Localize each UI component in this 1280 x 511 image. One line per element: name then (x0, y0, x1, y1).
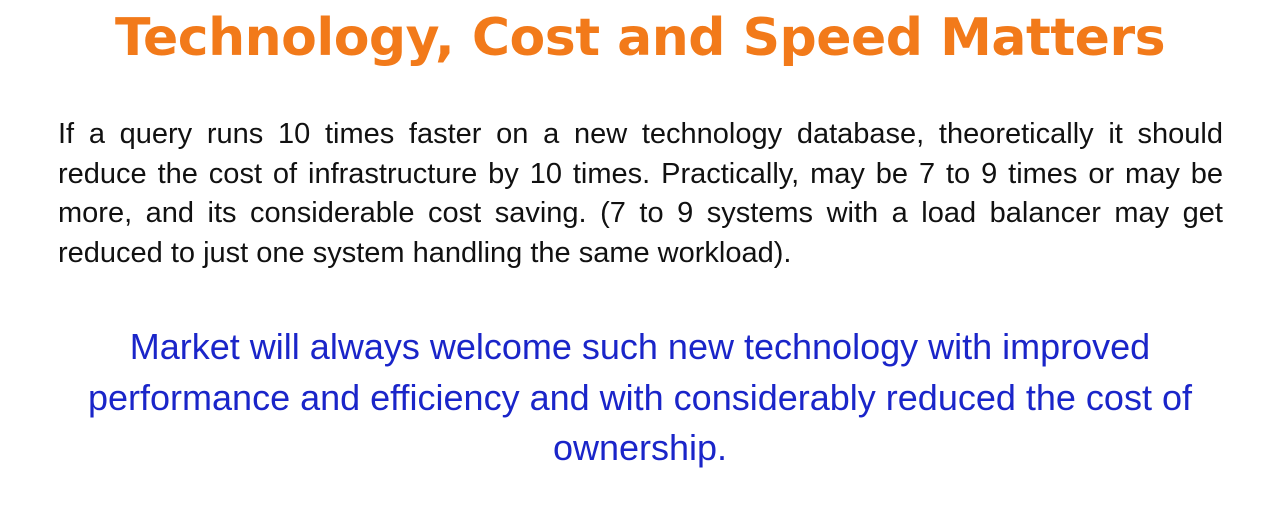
body-paragraph: If a query runs 10 times faster on a new… (58, 118, 1223, 269)
highlight-statement: Market will always welcome such new tech… (88, 326, 1192, 468)
slide-title: Technology, Cost and Speed Matters (114, 8, 1166, 68)
